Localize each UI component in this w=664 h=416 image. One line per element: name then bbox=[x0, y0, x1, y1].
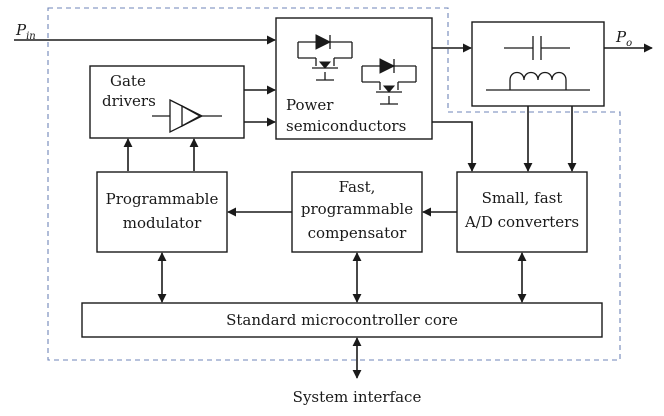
semis-to-adc-arrow bbox=[432, 121, 477, 172]
power-semis-label-1: Power bbox=[286, 96, 334, 114]
programmable-modulator-block bbox=[96, 171, 228, 253]
microcontroller-core-block bbox=[81, 302, 603, 338]
micro-core-label: Standard microcontroller core bbox=[226, 311, 458, 329]
gate-drivers-label-1: Gate bbox=[110, 72, 146, 90]
compensator-block bbox=[291, 171, 423, 253]
power-semis-label-2: semiconductors bbox=[286, 117, 406, 135]
capacitor-icon bbox=[504, 36, 570, 60]
power-semiconductors-block bbox=[275, 17, 433, 140]
modulator-label-1: Programmable bbox=[106, 190, 219, 208]
passive-filter-block bbox=[471, 21, 605, 107]
inductor-icon bbox=[486, 71, 590, 91]
adc-block bbox=[456, 171, 588, 253]
gate-drivers-block bbox=[89, 65, 245, 139]
gate-drivers-label-2: drivers bbox=[102, 92, 156, 110]
integration-boundary bbox=[47, 7, 621, 361]
adc-label-2: A/D converters bbox=[464, 213, 579, 231]
buffer-amplifier-icon bbox=[152, 98, 222, 134]
p-out-label: Po bbox=[615, 28, 632, 49]
compensator-label-2: programmable bbox=[301, 200, 413, 218]
power-transistor-icon bbox=[361, 58, 417, 105]
system-interface-label: System interface bbox=[293, 388, 422, 406]
adc-label-1: Small, fast bbox=[482, 189, 563, 207]
compensator-label-3: compensator bbox=[308, 224, 407, 242]
compensator-label-1: Fast, bbox=[339, 178, 376, 196]
modulator-label-2: modulator bbox=[123, 214, 202, 232]
p-in-label: Pin bbox=[15, 21, 36, 42]
power-transistor-icon bbox=[297, 34, 353, 81]
